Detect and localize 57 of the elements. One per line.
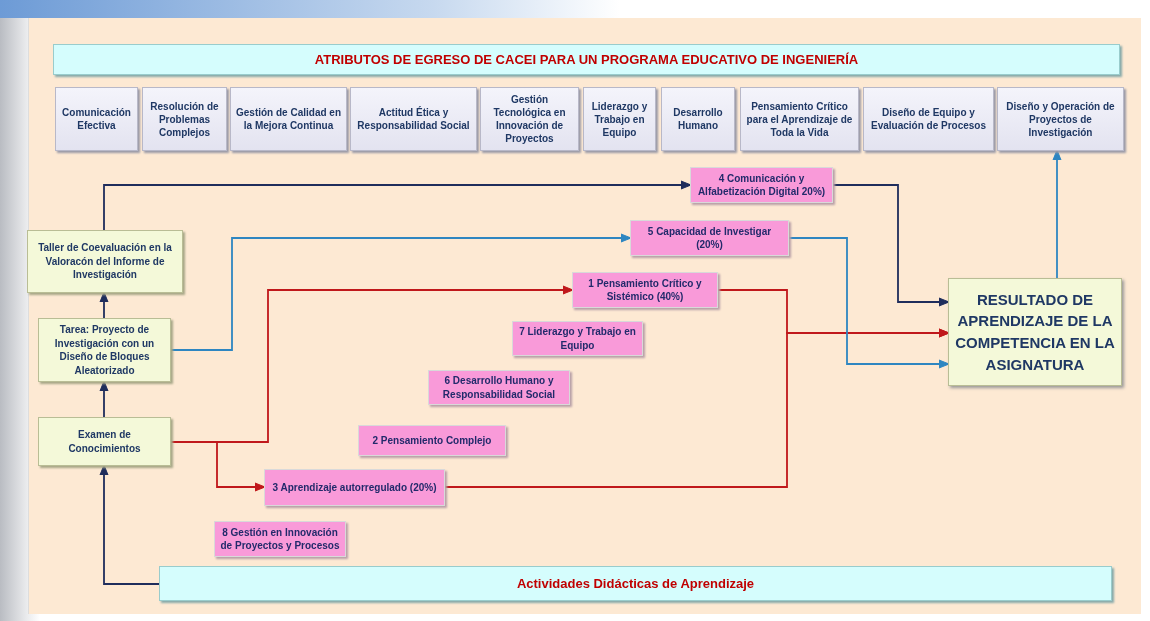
attribute-box bbox=[740, 87, 859, 151]
box-label: 7 Liderazgo y Trabajo en Equipo bbox=[518, 325, 637, 352]
attribute-box bbox=[863, 87, 994, 151]
box-label: 2 Pensamiento Complejo bbox=[372, 433, 492, 448]
activity-box bbox=[38, 318, 171, 382]
box-label: Taller de Coevaluación en la Valoracón del Informe de Investigación bbox=[37, 241, 173, 282]
box-label: Liderazgo y Trabajo en Equipo bbox=[590, 99, 649, 139]
arrow bbox=[170, 441, 266, 492]
result-box bbox=[948, 278, 1122, 386]
box-label: Actitud Ética y Responsabilidad Social bbox=[356, 106, 471, 132]
banner-label: ATRIBUTOS DE EGRESO DE CACEI PARA UN PROGRAMA EDUCATIVO DE INGENIERÍA bbox=[314, 52, 859, 67]
box-label: Examen de Conocimientos bbox=[67, 428, 142, 455]
box-label: Actividades Didácticas de Aprendizaje bbox=[516, 576, 755, 591]
box-label: Diseño y Operación de Proyectos de Investigación bbox=[1005, 99, 1116, 139]
box-label: 5 Capacidad de Investigar (20%) bbox=[646, 224, 773, 252]
activities-bar bbox=[159, 566, 1112, 601]
arrow bbox=[788, 237, 950, 369]
arrow bbox=[1052, 149, 1062, 279]
arrow bbox=[99, 291, 109, 319]
box-label: Gestión de Calidad en la Mejora Continua bbox=[235, 106, 342, 132]
box-label: Gestión Tecnológica en Innovación de Proyectos bbox=[492, 93, 567, 145]
activity-box bbox=[27, 230, 183, 293]
competency-box bbox=[630, 220, 789, 256]
box-label: RESULTADO DE APRENDIZAJE DE LA COMPETENCIA EN LA ASIGNATURA bbox=[954, 289, 1116, 375]
attribute-box bbox=[350, 87, 477, 151]
competency-box bbox=[690, 167, 833, 203]
arrow bbox=[103, 180, 692, 231]
box-label: 3 Aprendizaje autorregulado (20%) bbox=[272, 480, 437, 495]
competency-box bbox=[358, 425, 506, 456]
attribute-box bbox=[55, 87, 138, 151]
attribute-box bbox=[583, 87, 656, 151]
arrow bbox=[444, 328, 950, 488]
attribute-box bbox=[997, 87, 1124, 151]
box-label: Comunicación Efectiva bbox=[61, 106, 132, 132]
arrow bbox=[99, 380, 109, 418]
competency-box bbox=[512, 321, 643, 356]
box-label: Tarea: Proyecto de Investigación con un Diseño de Bloques Aleatorizado bbox=[53, 323, 156, 377]
competency-box bbox=[572, 272, 718, 308]
arrow bbox=[99, 464, 160, 585]
box-label: 4 Comunicación y Alfabetización Digital 20%) bbox=[696, 171, 827, 199]
attribute-box bbox=[230, 87, 347, 151]
box-label: Diseño de Equipo y Evaluación de Procesos bbox=[869, 106, 988, 132]
box-label: 6 Desarrollo Humano y Responsabilidad Social bbox=[441, 374, 557, 401]
box-label: Desarrollo Humano bbox=[672, 106, 724, 132]
arrow bbox=[832, 184, 950, 307]
box-label: Pensamiento Crítico para el Aprendizaje de Toda la Vida bbox=[745, 99, 854, 139]
arrow bbox=[170, 233, 632, 351]
box-label: Resolución de Problemas Complejos bbox=[149, 99, 220, 139]
box-label: 8 Gestión en Innovación de Proyectos y Procesos bbox=[219, 525, 341, 553]
attribute-box bbox=[142, 87, 227, 151]
box-label: 1 Pensamiento Crítico y Sistémico (40%) bbox=[587, 276, 703, 304]
competency-box bbox=[264, 469, 445, 506]
attribute-box bbox=[480, 87, 579, 151]
title-bar bbox=[53, 44, 1120, 75]
attribute-box bbox=[661, 87, 735, 151]
activity-box bbox=[38, 417, 171, 466]
competency-box bbox=[428, 370, 570, 405]
